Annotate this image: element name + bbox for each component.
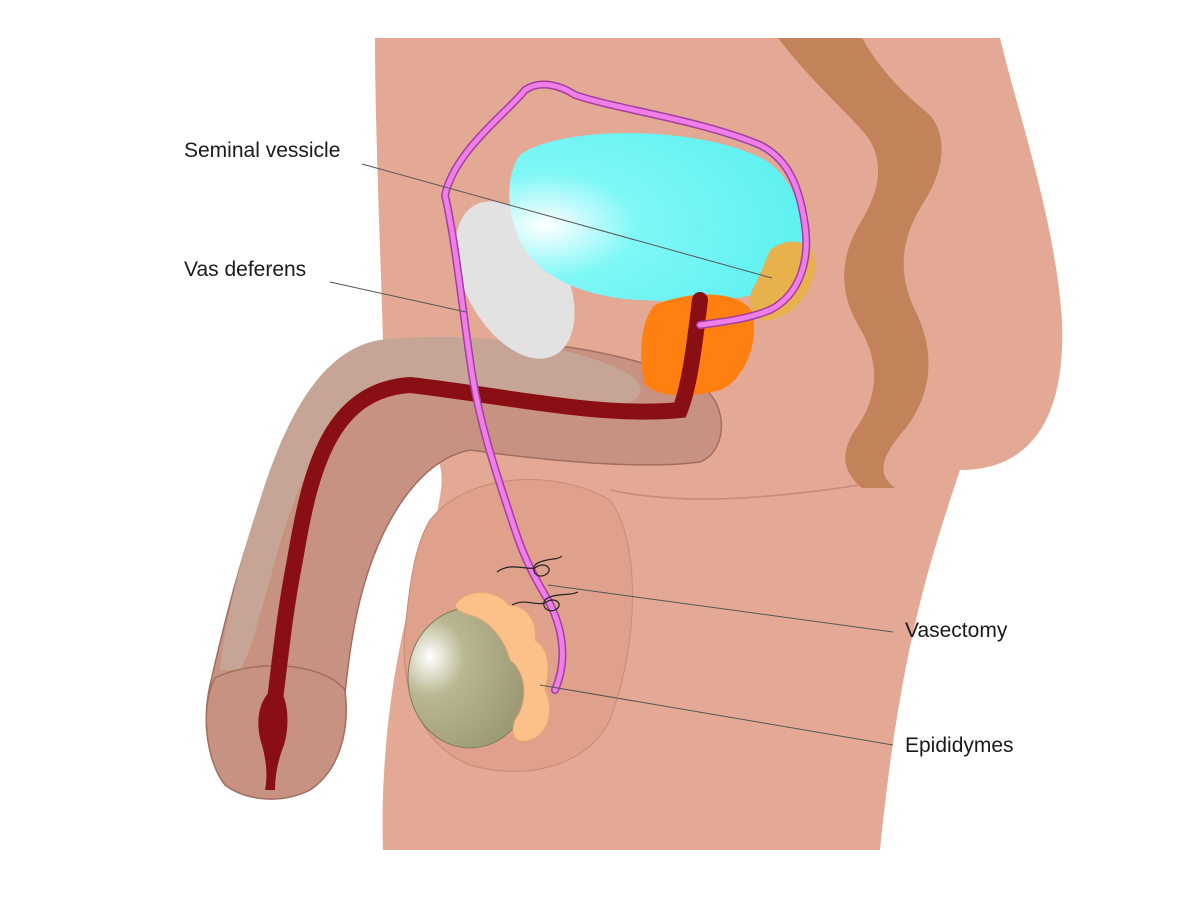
label-seminal-vesicle: Seminal vessicle [184,139,341,162]
vas-deferens-inner [442,82,809,693]
thigh-fold [609,484,861,500]
urethral-bulb [258,690,288,790]
urethra [267,292,708,708]
seminal-vesicle [750,241,815,321]
leader-vasectomy [547,584,894,633]
bladder [509,133,803,302]
rectum [778,38,942,488]
vasectomy-tie-lower [511,591,579,612]
label-epididymes: Epididymes [905,734,1014,757]
leader-vas-deferens [329,281,467,313]
epididymis [454,591,551,742]
label-vas-deferens: Vas deferens [184,258,307,281]
leader-seminal-vesicle [361,163,773,279]
vasectomy-tie-upper [496,555,563,577]
label-vasectomy: Vasectomy [905,619,1008,642]
corpus-cavernosum [220,336,641,670]
leader-epididymes [539,684,894,746]
